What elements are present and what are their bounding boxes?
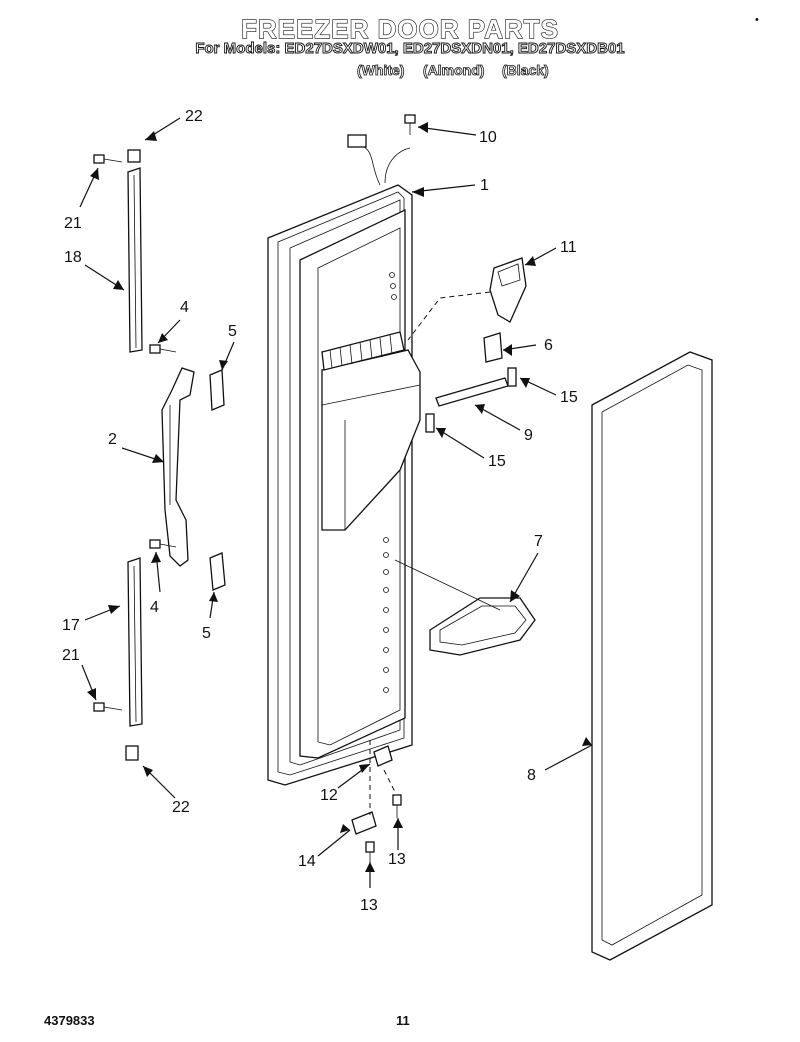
arrowheads: [87, 122, 592, 872]
callout-6: 6: [544, 337, 553, 354]
callout-4b: 4: [150, 599, 159, 616]
color-white-label: (White): [357, 62, 405, 79]
callout-5b: 5: [202, 625, 211, 642]
callout-22a: 22: [185, 108, 203, 125]
bracket: [483, 332, 503, 363]
trim-strip-top: [127, 167, 143, 353]
callout-15b: 15: [488, 453, 506, 470]
callout-22b: 22: [172, 799, 190, 816]
models-line: For Models: ED27DSXDW01, ED27DSXDN01, ED…: [195, 40, 625, 58]
callout-12: 12: [320, 787, 338, 804]
callout-8: 8: [527, 767, 536, 784]
callout-9: 9: [524, 427, 533, 444]
handle: [161, 367, 195, 567]
door-gasket: [591, 351, 713, 961]
callout-18: 18: [64, 249, 82, 266]
dispenser-grille: [321, 331, 405, 371]
corner-mark: •: [755, 14, 759, 26]
pad-upper: [507, 367, 517, 387]
callout-10: 10: [479, 129, 497, 146]
callout-13a: 13: [388, 851, 406, 868]
rail: [435, 377, 509, 407]
callout-numbers: 1 10 11 6 15 9 15 7 8 22 21 18 4 5 2 4 5…: [62, 108, 578, 914]
callout-7: 7: [534, 533, 543, 550]
hinge-pin-top: [373, 745, 393, 767]
callout-13b: 13: [360, 897, 378, 914]
color-black-label: (Black): [502, 62, 549, 79]
page-title: FREEZER DOOR PARTS: [240, 13, 559, 44]
hinge-bracket-top: [209, 369, 225, 411]
callout-2: 2: [108, 431, 117, 448]
clip-top: [127, 149, 141, 163]
hinge-bracket-bottom: [209, 552, 226, 591]
drip-tray: [394, 559, 536, 656]
callout-4a: 4: [180, 299, 189, 316]
document-number: 4379833: [44, 1013, 95, 1028]
callout-21b: 21: [62, 647, 80, 664]
trim-strip-bottom: [127, 557, 143, 727]
hinge-block: [351, 811, 377, 835]
clip-bottom: [125, 745, 139, 761]
pad-lower: [425, 413, 435, 433]
callout-11: 11: [560, 239, 577, 256]
callout-14: 14: [298, 853, 316, 870]
page-number: 11: [396, 1013, 410, 1028]
callout-17: 17: [62, 617, 80, 634]
door-panel: [267, 134, 421, 786]
screws: [93, 114, 416, 862]
callout-1: 1: [480, 177, 489, 194]
callout-21a: 21: [64, 215, 82, 232]
color-almond-label: (Almond): [423, 62, 485, 79]
callout-15a: 15: [560, 389, 578, 406]
callout-5a: 5: [228, 323, 237, 340]
ice-chute: [407, 257, 527, 341]
